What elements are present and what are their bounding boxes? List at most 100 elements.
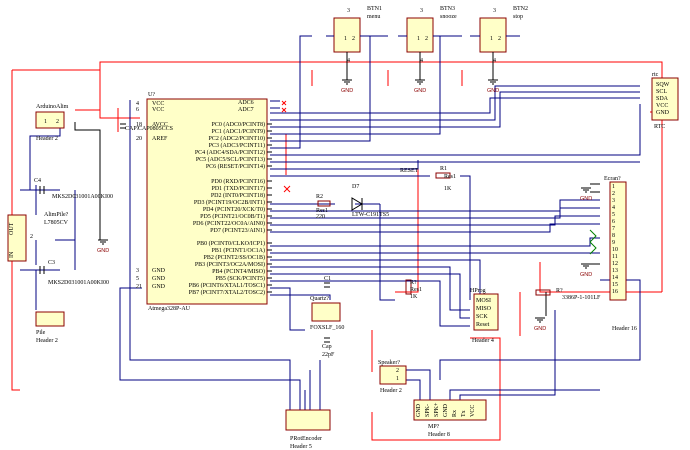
svg-text:3: 3 [347,8,350,14]
lcd-pin: 8 [612,233,615,239]
svg-text:1: 1 [344,36,347,42]
svg-text:1: 1 [396,376,399,382]
rpot-part: 3386P-1-101LF [562,295,601,301]
power-rails [11,61,663,441]
gnd-icon: GND [580,263,592,278]
lcd-pin: 15 [612,282,618,288]
c3-name: C3 [48,260,55,266]
mcu-pin-right: PC1 (ADC1/PCINT9) [211,128,265,135]
mcu-pin-right: PD4 (PCINT20/XCK/T0) [203,206,265,213]
svg-text:2: 2 [396,368,399,374]
mcu-pin-right: PD1 (TXD/PCINT17) [212,185,266,192]
gnd-icon: GND [534,317,546,332]
mp3-pin: GND [416,403,422,417]
mcu-pin-left: AREF [152,136,168,142]
lcd-pin: 4 [612,205,615,211]
svg-text:4: 4 [493,58,496,64]
btn2-sub: stop [513,14,523,20]
mcu-pin-left-num: 20 [136,136,142,142]
mcu-pin-left-num: 5 [136,276,139,282]
r2-val: 220 [316,214,325,220]
c4-name: C4 [34,178,41,184]
mcu-pin-right: PD6 (PCINT22/OC0A/AIN0) [193,220,265,227]
rtc-pin: SQW [656,82,670,88]
d7-part: LTW-C191TS5 [352,212,389,218]
mcu-pin-right: PB3 (PCINT3/OC2A/MOSI) [195,261,265,268]
hprog-pin: MOSI [476,298,491,304]
lcd-pin: 16 [612,289,618,295]
rtc-pin: SCL [656,89,667,95]
mcu-pin-right: PB4 (PCINT4/MISO) [212,268,265,275]
mcu-pin-left: VCC [152,101,164,107]
mp3-name: MP? [428,424,440,430]
btn1-label: BTN1 [367,6,382,12]
resistor-r1: R1 Res1 1K RESET [400,166,456,192]
svg-text:4: 4 [420,58,423,64]
lcd-pin: 11 [612,254,618,260]
hprog-name: HProg [470,288,486,294]
mcu-designator: U? [148,92,155,98]
r2-name: R2 [316,194,323,200]
hprog-pin: Reset [476,322,490,328]
d7-name: D7 [352,184,359,190]
svg-text:3: 3 [420,8,423,14]
quartz-name: Quartz? [310,296,329,302]
cap-main: CAP? CAP0805CCS [120,123,173,132]
mcu-pin-right: PC6 (RESET/PCINT14) [206,163,265,170]
lcd-pin: 1 [612,184,615,190]
gnd-icon: GND [414,79,426,94]
speaker-part: Header 2 [380,388,402,394]
mcu-pin-left-num: 18 [136,122,142,128]
mcu-pin-right: PB1 (PCINT1/OC1A) [211,247,265,254]
quartz: Quartz? FOXSLF_160 C1 Cap 22pF [310,276,344,358]
r2-part: Res1 [316,208,328,214]
mp3-pin: Tx [461,410,467,417]
lcd-pin: 3 [612,198,615,204]
rtc-pin: VCC [656,103,668,109]
cap2-val: 22pF [322,352,335,358]
encoder-name: PRotEncoder [290,436,322,442]
encoder-header: PRotEncoder Header 5 [285,409,331,450]
gnd-label: GND [580,196,592,202]
arduino-alim-part: Header 2 [36,136,58,142]
rpull-name: R? [410,280,417,286]
lcd-pin: 2 [612,191,615,197]
gnd-label: GND [414,88,426,94]
btn2-label: BTN2 [513,6,528,12]
regulator: OUT IN AlimPile? L7805CV 2 [7,212,69,262]
r1-part: Res1 [444,174,456,180]
mp3-pin: SPK- [425,404,431,417]
mcu-pin-left-num: 21 [136,284,142,290]
alim-part: L7805CV [44,220,69,226]
mp3-pin: VCC [470,405,476,417]
hprog-pin: SCK [476,314,488,320]
btn1-sub: menu [367,14,380,20]
alim-name: AlimPile? [44,212,69,218]
c3-part: MKS2D031001A00KI00 [48,280,109,286]
mcu-part: Atmega328P-AU [148,306,191,312]
resistor-r2: R2 Res1 220 [316,194,331,220]
mcu-pin-right: PB5 (SCK/PCINT5) [215,275,265,282]
gnd-label: GND [487,88,499,94]
mcu-pin-left-num: 4 [136,101,139,107]
svg-text:1: 1 [417,36,420,42]
gnd-icon: GND [580,187,592,202]
mcu-pin-right: PD3 (PCINT19/OC2B/INT1) [194,199,265,206]
ground-wires [74,122,600,316]
mp3-pin: Rx [452,410,458,417]
hprog-part: Header 4 [472,338,494,344]
rtc-part: RTC [654,124,665,130]
mcu-pin-right: PB2 (PCINT2/SS/OC1B) [203,254,265,261]
btn3-label: BTN3 [440,6,455,12]
mcu-pin-left: AVCC [152,122,168,128]
mcu-chip: U? Atmega328P-AU PC0 (ADC0/PCINT8)PC1 (A… [136,92,272,312]
